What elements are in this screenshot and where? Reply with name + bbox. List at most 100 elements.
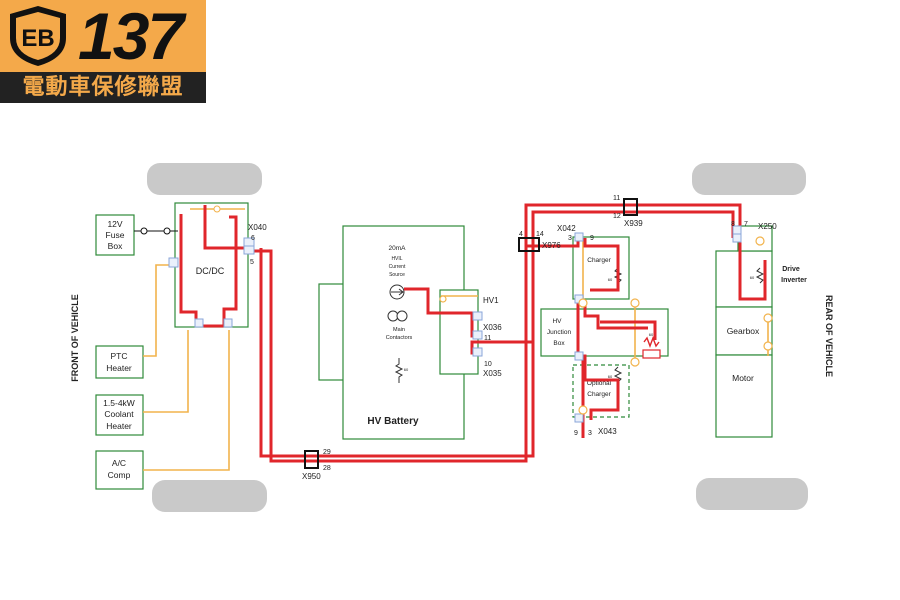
inverter-resistor-label: 60 bbox=[750, 275, 755, 280]
x250-connector-block bbox=[737, 225, 773, 252]
logo-number: 137 bbox=[78, 0, 184, 73]
logo-mark: EB bbox=[21, 25, 54, 52]
x950-connector bbox=[304, 450, 319, 469]
hv1-label: HV1 bbox=[483, 296, 499, 305]
ptc-heater-label-1: PTC bbox=[111, 351, 128, 361]
fuse-box-label-3: Box bbox=[108, 241, 123, 251]
logo-brand-text: 電動車保修聯盟 bbox=[0, 72, 206, 103]
gearbox-indicator-icon-2 bbox=[763, 341, 773, 351]
junction-resistor-icon bbox=[643, 336, 660, 348]
x950-pin-b: 28 bbox=[323, 465, 331, 472]
shield-logo-icon: EB bbox=[10, 6, 66, 66]
x042-pin-a: 3 bbox=[568, 235, 572, 242]
wheel-front-right bbox=[152, 480, 267, 512]
x043-pin-b: 3 bbox=[588, 430, 592, 437]
fuse-terminal-icon bbox=[140, 227, 148, 235]
inverter-resistor-icon bbox=[755, 267, 765, 284]
inverter-indicator-icon bbox=[755, 236, 765, 246]
junction-indicator-icon bbox=[630, 298, 640, 308]
junction-box-label-1: HV bbox=[552, 318, 562, 325]
x040-pin-a: 6 bbox=[251, 235, 255, 242]
ptc-heater-label-2: Heater bbox=[106, 363, 132, 373]
contactor-coil-icon-2 bbox=[396, 310, 408, 322]
gearbox-indicator-icon bbox=[763, 313, 773, 323]
ptc-heater bbox=[95, 345, 144, 379]
brand-logo: EB 137 電動車保修聯盟 bbox=[0, 0, 206, 103]
x040-pin-b: 5 bbox=[250, 259, 254, 266]
junction-box-label-3: Box bbox=[553, 340, 565, 347]
optional-charger-resistor-label: 60 bbox=[608, 374, 613, 379]
x250-label: X250 bbox=[758, 222, 777, 231]
ac-compressor-label-2: Comp bbox=[108, 470, 131, 480]
wheel-rear-right bbox=[696, 478, 808, 510]
current-source-label-2: HVIL bbox=[391, 256, 402, 262]
junction-indicator-icon-2 bbox=[630, 357, 640, 367]
x042-label: X042 bbox=[557, 224, 576, 233]
x976-label: X976 bbox=[542, 241, 561, 250]
fuse-box-label-1: 12V bbox=[107, 219, 122, 229]
x040-label: X040 bbox=[248, 223, 267, 232]
x939-pin-a: 11 bbox=[613, 195, 620, 202]
x043-label: X043 bbox=[598, 427, 617, 436]
contactors-label-2: Contactors bbox=[386, 335, 413, 341]
x950-pin-a: 29 bbox=[323, 449, 331, 456]
gearbox bbox=[715, 306, 773, 356]
fuse-box-label-2: Fuse bbox=[106, 230, 125, 240]
optional-charger-label-1: Optional bbox=[587, 380, 612, 387]
wheel-front-left bbox=[147, 163, 262, 195]
optional-charger-indicator-icon bbox=[578, 405, 588, 415]
x939-connector bbox=[623, 198, 638, 216]
x250-pin-b: 7 bbox=[744, 221, 748, 228]
x939-pin-b: 12 bbox=[613, 213, 621, 220]
drive-inverter-label-1: Drive bbox=[782, 266, 800, 273]
coolant-heater-label-3: Heater bbox=[106, 421, 132, 431]
ac-compressor-label-1: A/C bbox=[112, 458, 126, 468]
x939-label: X939 bbox=[624, 219, 643, 228]
hv1-indicator-icon bbox=[439, 295, 447, 303]
battery-resistor-label: 60 bbox=[404, 367, 409, 372]
x250-pin-a: 8 bbox=[731, 221, 735, 228]
charger-label: Charger bbox=[587, 257, 611, 264]
x976-pin-a: 4 bbox=[519, 231, 523, 238]
coolant-heater-label-1: 1.5-4kW bbox=[103, 398, 135, 408]
wheel-rear-left bbox=[692, 163, 806, 195]
dcdc-fuse-icon bbox=[213, 205, 221, 213]
current-source-label-3: Current bbox=[389, 264, 406, 270]
fuse-box bbox=[95, 214, 135, 256]
dcdc-label: DC/DC bbox=[196, 266, 225, 276]
optional-charger-label-2: Charger bbox=[587, 391, 611, 398]
x976-pin-b: 14 bbox=[536, 231, 544, 238]
x036-label: X036 bbox=[483, 323, 502, 332]
junction-resistor-block bbox=[642, 349, 661, 359]
junction-resistor-label: 60 bbox=[649, 332, 654, 337]
x042-pin-b: 9 bbox=[590, 235, 594, 242]
junction-box-label-2: Junction bbox=[547, 329, 572, 336]
coolant-heater-label-2: Coolant bbox=[104, 409, 134, 419]
current-source-arrow-icon bbox=[391, 288, 404, 296]
current-source-label-4: Source bbox=[389, 272, 405, 278]
front-of-vehicle-label: FRONT OF VEHICLE bbox=[70, 294, 80, 382]
rear-of-vehicle-label: REAR OF VEHICLE bbox=[824, 295, 834, 377]
x035-label: X035 bbox=[483, 369, 502, 378]
coolant-heater bbox=[95, 394, 144, 436]
x035-pin: 10 bbox=[484, 361, 492, 368]
connector-markers bbox=[168, 225, 742, 423]
x976-connector bbox=[518, 237, 540, 252]
contactors-label-1: Main bbox=[393, 327, 405, 333]
current-source-label-1: 20mA bbox=[389, 245, 407, 252]
x043-pin-a: 9 bbox=[574, 430, 578, 437]
drive-inverter-label-2: Inverter bbox=[781, 277, 807, 284]
hv-battery-label: HV Battery bbox=[367, 416, 419, 427]
battery-resistor-icon bbox=[394, 358, 404, 383]
charger-resistor-label: 60 bbox=[608, 277, 613, 282]
gearbox-label: Gearbox bbox=[727, 326, 760, 336]
fuse-terminal-icon-2 bbox=[163, 227, 171, 235]
x036-pin: 11 bbox=[484, 335, 491, 342]
charger-indicator-icon bbox=[578, 298, 588, 308]
hv-junction-box bbox=[540, 308, 669, 357]
x950-label: X950 bbox=[302, 472, 321, 481]
optional-charger-resistor-icon bbox=[613, 366, 623, 383]
hv-battery-terminal bbox=[318, 283, 345, 381]
motor bbox=[715, 354, 773, 438]
